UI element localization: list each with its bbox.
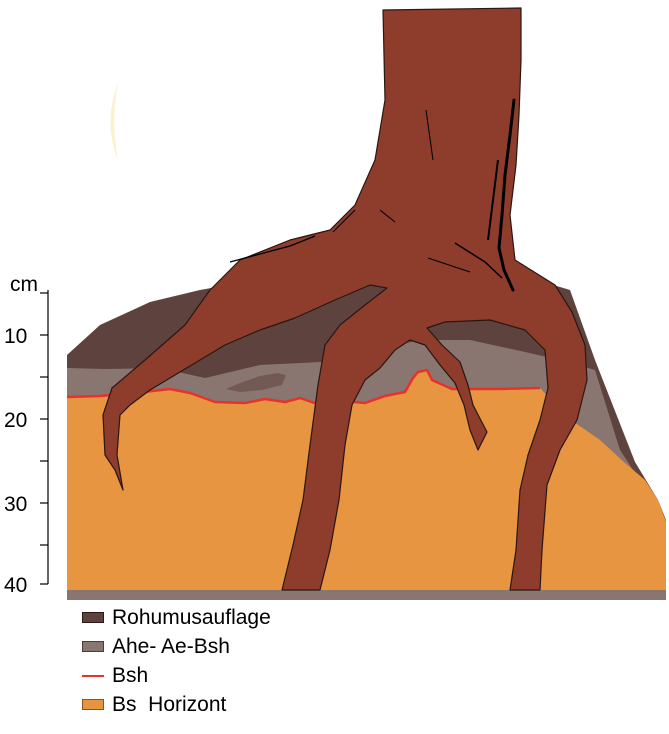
axis-tick-label-10: 10 <box>4 325 27 348</box>
legend-item-ahe-ae-bsh: Ahe- Ae-Bsh <box>82 632 271 661</box>
legend-swatch-bsh <box>82 675 104 677</box>
axis-tick-label-40: 40 <box>4 574 27 597</box>
pale-crescent-shape <box>111 83 119 160</box>
legend-label: Bsh <box>112 664 148 688</box>
axis-tick-label-30: 30 <box>4 493 27 516</box>
legend-label: Bs Horizont <box>112 693 226 717</box>
legend: Rohumusauflage Ahe- Ae-Bsh Bsh Bs Horizo… <box>82 603 271 719</box>
legend-swatch-bs-horizont <box>82 699 104 710</box>
legend-item-rohumusauflage: Rohumusauflage <box>82 603 271 632</box>
axis-tick-label-20: 20 <box>4 409 27 432</box>
depth-axis: cm 10 20 30 40 <box>4 273 48 597</box>
legend-label: Rohumusauflage <box>112 606 271 630</box>
legend-item-bsh: Bsh <box>82 661 271 690</box>
legend-label: Ahe- Ae-Bsh <box>112 635 230 659</box>
axis-unit-label: cm <box>10 273 38 296</box>
legend-swatch-rohumusauflage <box>82 612 104 623</box>
legend-item-bs-horizont: Bs Horizont <box>82 690 271 719</box>
legend-swatch-ahe-ae-bsh <box>82 641 104 652</box>
